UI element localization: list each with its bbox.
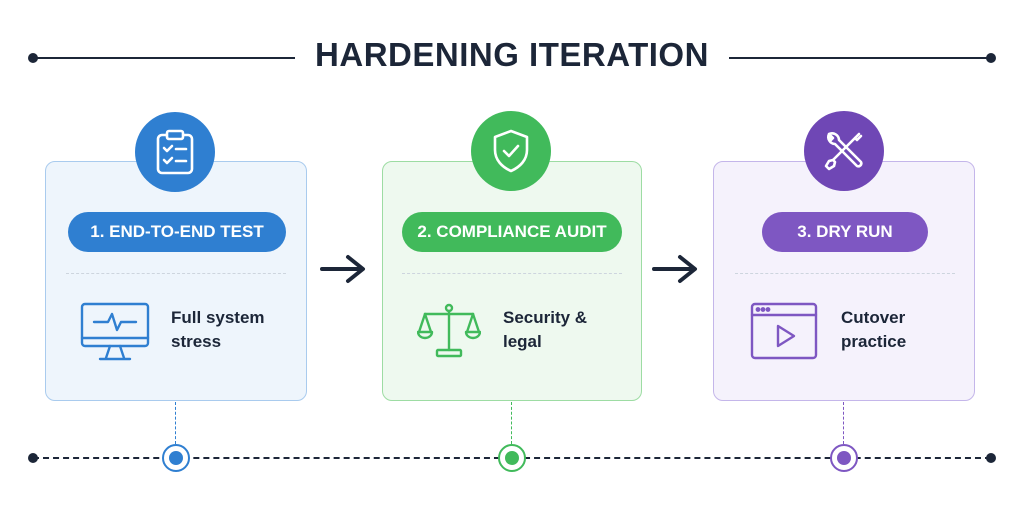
step-3-connector bbox=[843, 402, 844, 444]
arrow-right-icon bbox=[320, 255, 365, 283]
shield-check-icon bbox=[493, 129, 529, 173]
step-2-content-icon bbox=[416, 302, 482, 365]
tools-icon bbox=[824, 132, 863, 171]
step-3-description: Cutover practice bbox=[841, 306, 906, 354]
step-2-badge bbox=[471, 111, 551, 191]
title-row: HARDENING ITERATION bbox=[0, 28, 1024, 88]
step-1-description-line-2: stress bbox=[171, 332, 222, 351]
step-1-timeline-node-core bbox=[169, 451, 183, 465]
step-3-badge bbox=[804, 111, 884, 191]
title-line-right-dot bbox=[986, 53, 996, 63]
step-1-label: 1. END-TO-END TEST bbox=[68, 212, 286, 252]
step-1-connector bbox=[175, 402, 176, 444]
step-1-badge bbox=[135, 112, 215, 192]
step-3-timeline-node bbox=[830, 444, 858, 472]
step-2-description-line-1: Security & bbox=[503, 308, 588, 327]
step-2-divider bbox=[402, 273, 622, 274]
timeline-end-dot bbox=[986, 453, 996, 463]
step-3-divider bbox=[735, 273, 955, 274]
step-2-timeline-node bbox=[498, 444, 526, 472]
arrow-step-2-to-3 bbox=[650, 252, 700, 291]
step-1-description: Full system stress bbox=[171, 306, 265, 354]
diagram-title: HARDENING ITERATION bbox=[315, 36, 709, 73]
step-1-timeline-node bbox=[162, 444, 190, 472]
step-2-description-line-2: legal bbox=[503, 332, 542, 351]
step-2-description: Security & legal bbox=[503, 306, 587, 354]
step-3-description-line-1: Cutover bbox=[841, 308, 906, 327]
title-line-left bbox=[33, 57, 295, 59]
video-play-window-icon bbox=[750, 302, 818, 360]
step-3-label: 3. DRY RUN bbox=[762, 212, 928, 252]
step-1-description-line-1: Full system bbox=[171, 308, 265, 327]
step-2-card bbox=[382, 161, 642, 401]
step-2-label: 2. COMPLIANCE AUDIT bbox=[402, 212, 622, 252]
step-2-timeline-node-core bbox=[505, 451, 519, 465]
step-3-content-icon bbox=[750, 302, 818, 365]
step-3-description-line-2: practice bbox=[841, 332, 907, 351]
arrow-right-icon bbox=[652, 255, 697, 283]
step-3-timeline-node-core bbox=[837, 451, 851, 465]
step-2-connector bbox=[511, 402, 512, 444]
arrow-step-1-to-2 bbox=[318, 252, 368, 291]
step-1-content-icon bbox=[80, 302, 150, 367]
title-line-right bbox=[729, 57, 991, 59]
step-1-card bbox=[45, 161, 307, 401]
scales-icon bbox=[416, 303, 482, 358]
heartbeat-monitor-icon bbox=[80, 302, 150, 361]
step-3-card bbox=[713, 161, 975, 401]
timeline-start-dot bbox=[28, 453, 38, 463]
step-1-divider bbox=[66, 273, 286, 274]
clipboard-checklist-icon bbox=[156, 129, 194, 175]
